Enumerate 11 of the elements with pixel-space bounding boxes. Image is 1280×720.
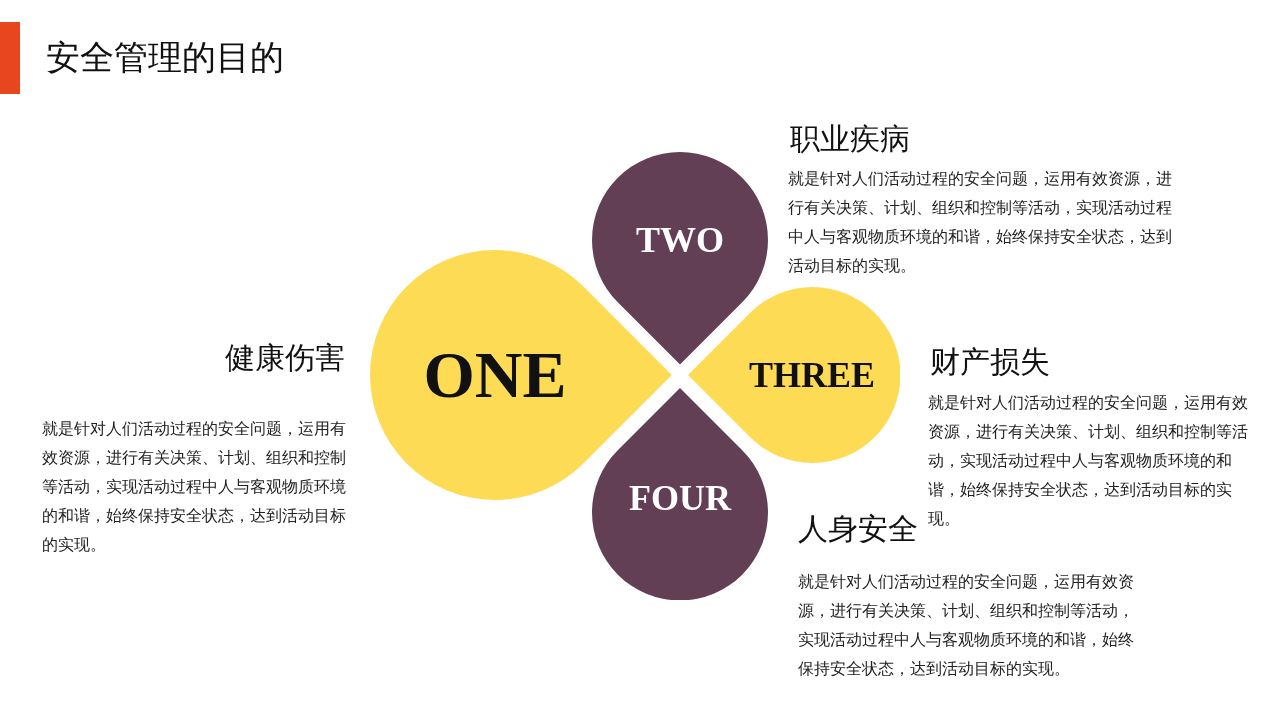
section-heading: 人身安全 bbox=[798, 511, 918, 547]
section-heading: 健康伤害 bbox=[225, 340, 345, 376]
description-text: 就是针对人们活动过程的安全问题，运用有效资源，进行有关决策、计划、组织和控制等活动，实现活动过程中人与客观物质环境的和谐，始终保持安全状态，达到活动目标的实现。 bbox=[42, 419, 347, 556]
section-heading: 财产损失 bbox=[930, 344, 1050, 380]
page-title: 安全管理的目的 bbox=[46, 36, 284, 78]
description-text: 就是针对人们活动过程的安全问题，运用有效资源，进行有关决策、计划、组织和控制等活动，实现活动过程中人与客观物质环境的和谐，始终保持安全状态，达到活动目标的实现。 bbox=[788, 169, 1173, 277]
section-heading: 职业疾病 bbox=[790, 121, 910, 157]
teardrop-petal: THREE bbox=[687, 287, 900, 463]
description-text: 就是针对人们活动过程的安全问题，运用有效资源，进行有关决策、计划、组织和控制等活动，实现活动过程中人与客观物质环境的和谐，始终保持安全状态，达到活动目标的实现。 bbox=[928, 393, 1249, 530]
description-text: 就是针对人们活动过程的安全问题，运用有效资源，进行有关决策、计划、组织和控制等活动，实现活动过程中人与客观物质环境的和谐，始终保持安全状态，达到活动目标的实现。 bbox=[798, 572, 1135, 680]
teardrop-petal: FOUR bbox=[592, 387, 768, 600]
